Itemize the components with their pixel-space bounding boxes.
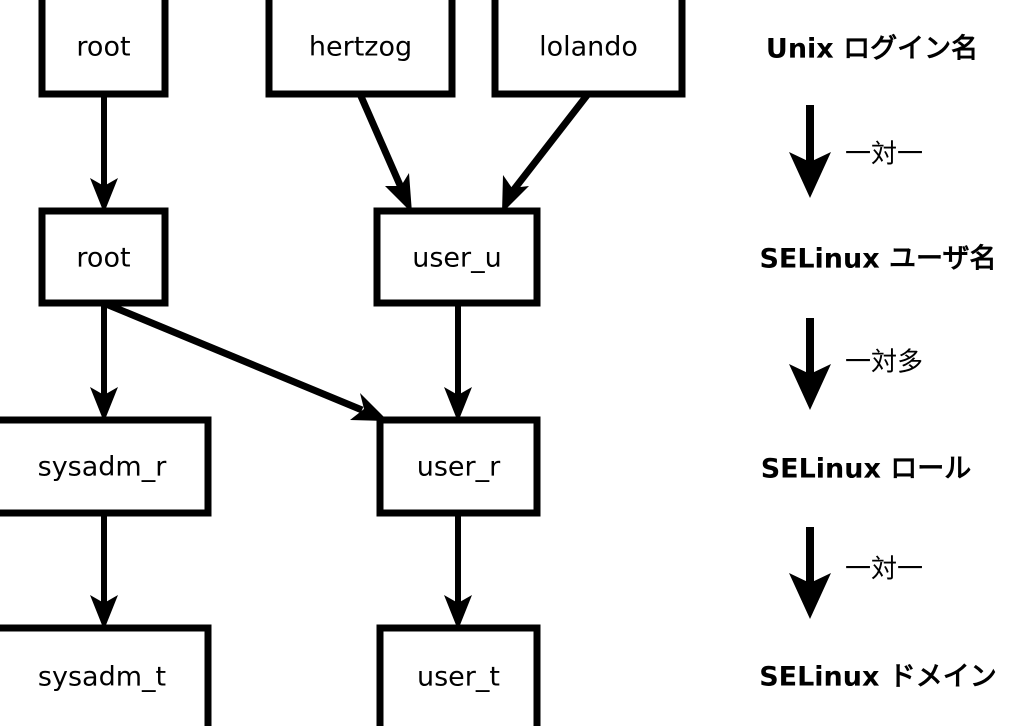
node-label: sysadm_r — [38, 452, 168, 483]
node-label: root — [76, 243, 130, 274]
node-root-login[interactable]: root — [38, 0, 169, 98]
arrow-head-icon — [444, 595, 472, 630]
node-label: lolando — [539, 32, 638, 63]
arrow-head-icon — [90, 595, 118, 630]
node-user-u[interactable]: user_u — [373, 207, 541, 307]
node-label: user_u — [412, 243, 502, 274]
edge-root-seuser-to-user-r — [104, 300, 388, 421]
legend-stage-unix-login: Unix ログイン名 — [766, 33, 978, 65]
node-label: hertzog — [309, 32, 412, 63]
node-box[interactable] — [0, 624, 212, 726]
node-box[interactable] — [373, 207, 541, 307]
node-label: sysadm_t — [38, 662, 166, 693]
legend-column: Unix ログイン名 一対一 SELinux ユーザ名 一対多 SELinux … — [759, 33, 997, 693]
edge-user-u-to-user-r — [444, 303, 472, 422]
edge-lolando-to-user-u — [502, 91, 591, 213]
legend-relation-label: 一対一 — [845, 555, 923, 585]
legend-relation-one-to-many: 一対多 — [789, 318, 923, 410]
arrow-head-icon — [90, 387, 118, 422]
edge-root-login-to-root-seuser — [90, 94, 118, 213]
arrow-head-icon — [789, 152, 831, 198]
node-label: user_r — [417, 452, 501, 483]
node-box[interactable] — [38, 0, 169, 98]
arrow-head-icon — [789, 364, 831, 410]
legend-stage-selinux-user: SELinux ユーザ名 — [759, 243, 996, 275]
arrow-head-icon — [90, 178, 118, 213]
edge-sysadm-r-to-sysadm-t — [90, 513, 118, 630]
node-root-seuser[interactable]: root — [38, 207, 169, 307]
node-box[interactable] — [376, 416, 541, 517]
legend-stage-selinux-domain: SELinux ドメイン — [759, 662, 997, 693]
node-box[interactable] — [376, 624, 541, 726]
edge-shaft — [104, 300, 364, 414]
node-user-r[interactable]: user_r — [376, 416, 541, 517]
node-label: user_t — [417, 662, 500, 693]
node-sysadm-r[interactable]: sysadm_r — [0, 416, 212, 517]
node-user-t[interactable]: user_t — [376, 624, 541, 726]
arrow-head-icon — [444, 387, 472, 422]
legend-relation-label: 一対多 — [845, 348, 923, 378]
legend-relation-label: 一対一 — [845, 140, 923, 170]
node-hertzog[interactable]: hertzog — [265, 0, 456, 98]
arrow-head-icon — [350, 393, 388, 421]
edge-root-seuser-to-sysadm-r — [90, 303, 118, 422]
node-label: root — [76, 32, 130, 63]
node-group: root hertzog lolando root user_u sysadm_ — [0, 0, 686, 726]
arrow-head-icon — [385, 173, 412, 213]
edge-shaft — [509, 91, 591, 195]
node-box[interactable] — [0, 416, 212, 517]
node-box[interactable] — [38, 207, 169, 307]
legend-stage-selinux-role: SELinux ロール — [761, 454, 972, 485]
node-box[interactable] — [491, 0, 686, 98]
node-box[interactable] — [265, 0, 456, 98]
legend-relation-one-to-one-role: 一対一 — [789, 527, 923, 619]
edge-group — [90, 91, 591, 630]
edge-user-r-to-user-t — [444, 513, 472, 630]
edge-shaft — [356, 92, 407, 194]
arrow-head-icon — [502, 175, 529, 213]
arrow-head-icon — [789, 573, 831, 619]
node-sysadm-t[interactable]: sysadm_t — [0, 624, 212, 726]
legend-relation-one-to-one-user: 一対一 — [789, 105, 923, 198]
edge-hertzog-to-user-u — [356, 92, 412, 213]
node-lolando[interactable]: lolando — [491, 0, 686, 98]
